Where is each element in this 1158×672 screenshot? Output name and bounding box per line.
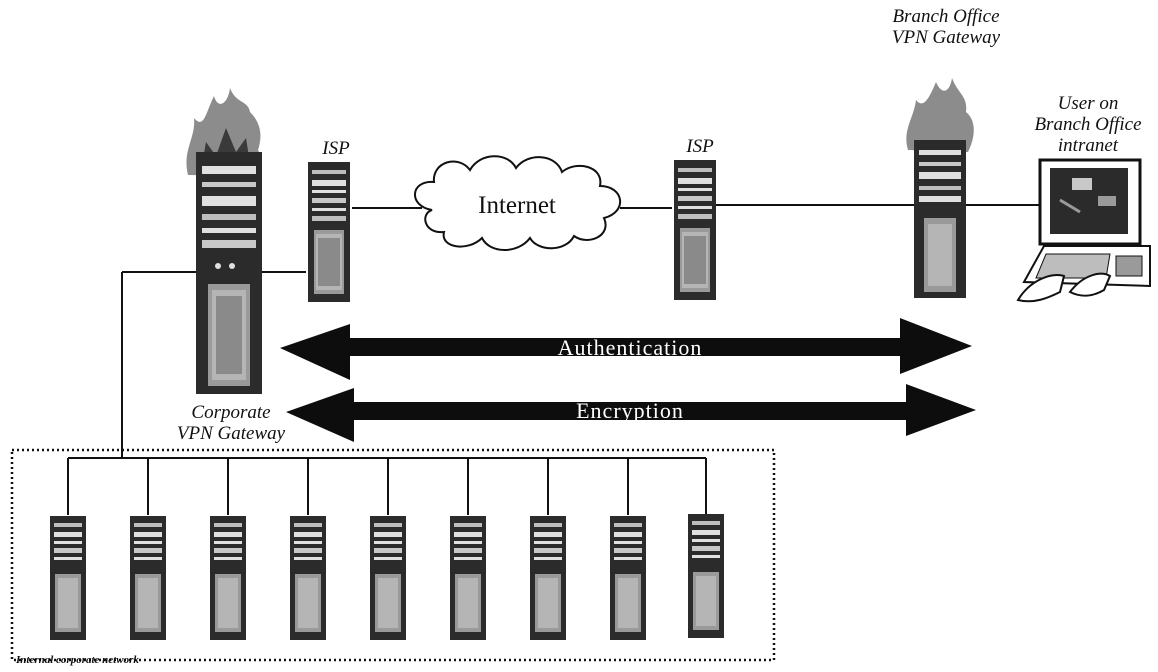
isp-left-server [308,162,350,302]
branch-vpn-gateway [906,78,974,298]
branch-gateway-label-line2: VPN Gateway [891,27,1001,48]
isp-right-server [674,160,716,300]
server-tower-icon [130,516,166,640]
server-tower-icon [290,516,326,640]
isp-left-label: ISP [322,138,350,159]
server-tower-icon [688,514,724,638]
authentication-label: Authentication [557,335,703,360]
corporate-gateway-label: Corporate VPN Gateway [166,402,296,444]
branch-user-label-line3: intranet [1057,135,1119,156]
encryption-label: Encryption [576,398,684,423]
server-tower-icon [210,516,246,640]
internal-servers [67,458,707,515]
branch-user-label-line1: User on [1057,93,1119,114]
corporate-vpn-gateway [186,88,262,394]
branch-gateway-label-line1: Branch Office [892,6,1000,27]
isp-right-label: ISP [686,136,714,157]
computer-user-icon [1016,158,1151,303]
server-tower-icon [370,516,406,640]
server-tower-icon [50,516,86,640]
branch-gateway-label: Branch Office VPN Gateway [866,6,1026,48]
cloud-icon [414,155,622,251]
branch-user-label: User on Branch Office intranet [1018,93,1158,156]
flame-icon [906,78,974,152]
corporate-gateway-label-line2: VPN Gateway [176,423,286,444]
corporate-gateway-label-line1: Corporate [191,402,271,423]
server-tower-icon [610,516,646,640]
authentication-arrow [280,318,972,380]
internet-label: Internet [478,192,556,219]
branch-user-label-line2: Branch Office [1034,114,1142,135]
internal-network-boundary [10,448,776,662]
server-tower-icon [450,516,486,640]
server-tower-icon [530,516,566,640]
encryption-arrow [286,384,976,442]
internal-network-label: Internal corporate network [16,654,139,666]
